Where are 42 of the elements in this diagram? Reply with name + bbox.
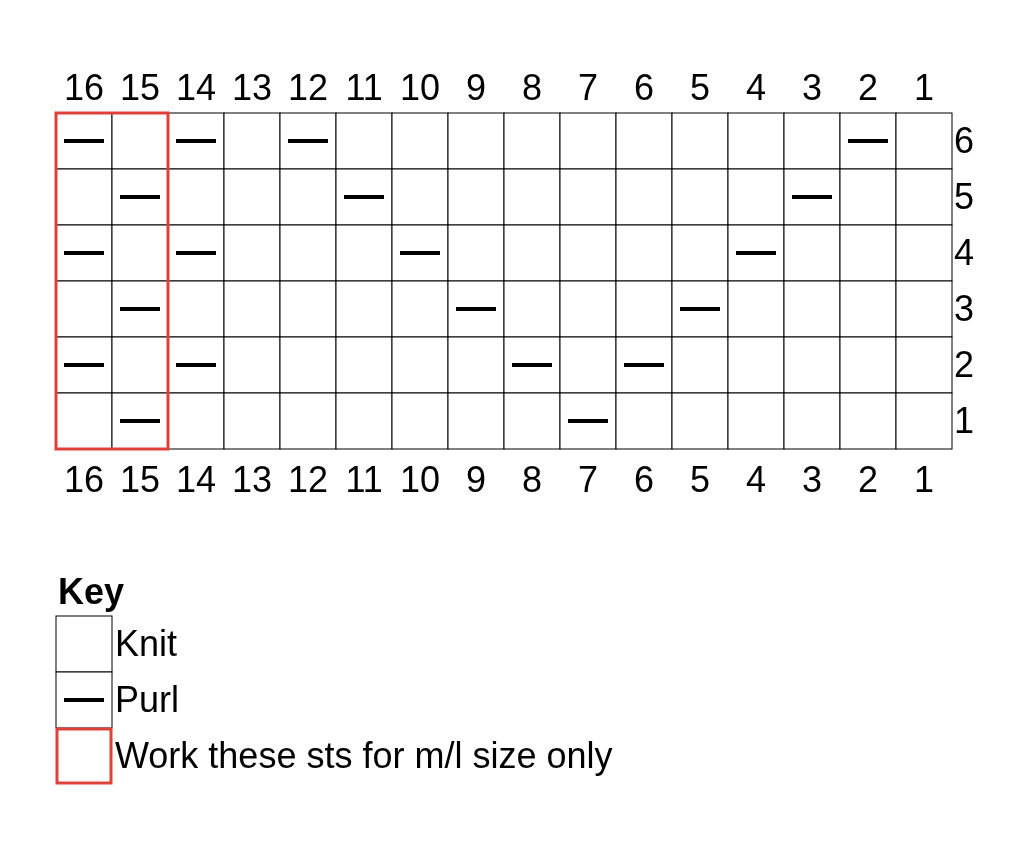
column-number: 2 [858, 461, 879, 499]
legend-label: Work these sts for m/l size only [115, 737, 613, 775]
legend-label: Knit [115, 625, 178, 663]
column-number: 8 [522, 69, 543, 107]
column-number: 4 [746, 69, 767, 107]
row-number: 4 [954, 234, 975, 272]
column-number: 7 [578, 461, 599, 499]
row-number: 6 [954, 122, 975, 160]
column-number: 6 [634, 461, 655, 499]
legend-title: Key [58, 573, 125, 611]
row-number: 3 [954, 290, 975, 328]
column-number: 5 [690, 69, 711, 107]
column-number: 14 [176, 461, 217, 499]
row-number: 5 [954, 178, 975, 216]
column-number: 3 [802, 461, 823, 499]
column-number: 13 [232, 69, 273, 107]
column-number: 16 [64, 461, 105, 499]
column-number: 4 [746, 461, 767, 499]
column-number: 15 [120, 461, 161, 499]
column-number: 11 [345, 461, 383, 499]
column-number: 10 [400, 69, 441, 107]
column-number: 1 [914, 69, 935, 107]
column-number: 13 [232, 461, 273, 499]
column-number: 6 [634, 69, 655, 107]
column-number: 12 [288, 69, 329, 107]
column-number: 11 [345, 69, 383, 107]
column-number: 8 [522, 461, 543, 499]
column-number: 14 [176, 69, 217, 107]
column-number: 9 [466, 69, 487, 107]
column-number: 2 [858, 69, 879, 107]
row-number: 2 [954, 346, 975, 384]
column-number: 10 [400, 461, 441, 499]
legend-label: Purl [115, 681, 180, 719]
column-number: 9 [466, 461, 487, 499]
column-number: 3 [802, 69, 823, 107]
column-number: 15 [120, 69, 161, 107]
column-number: 1 [914, 461, 935, 499]
row-number: 1 [954, 402, 975, 440]
column-number: 5 [690, 461, 711, 499]
column-number: 16 [64, 69, 105, 107]
column-number: 7 [578, 69, 599, 107]
column-number: 12 [288, 461, 329, 499]
